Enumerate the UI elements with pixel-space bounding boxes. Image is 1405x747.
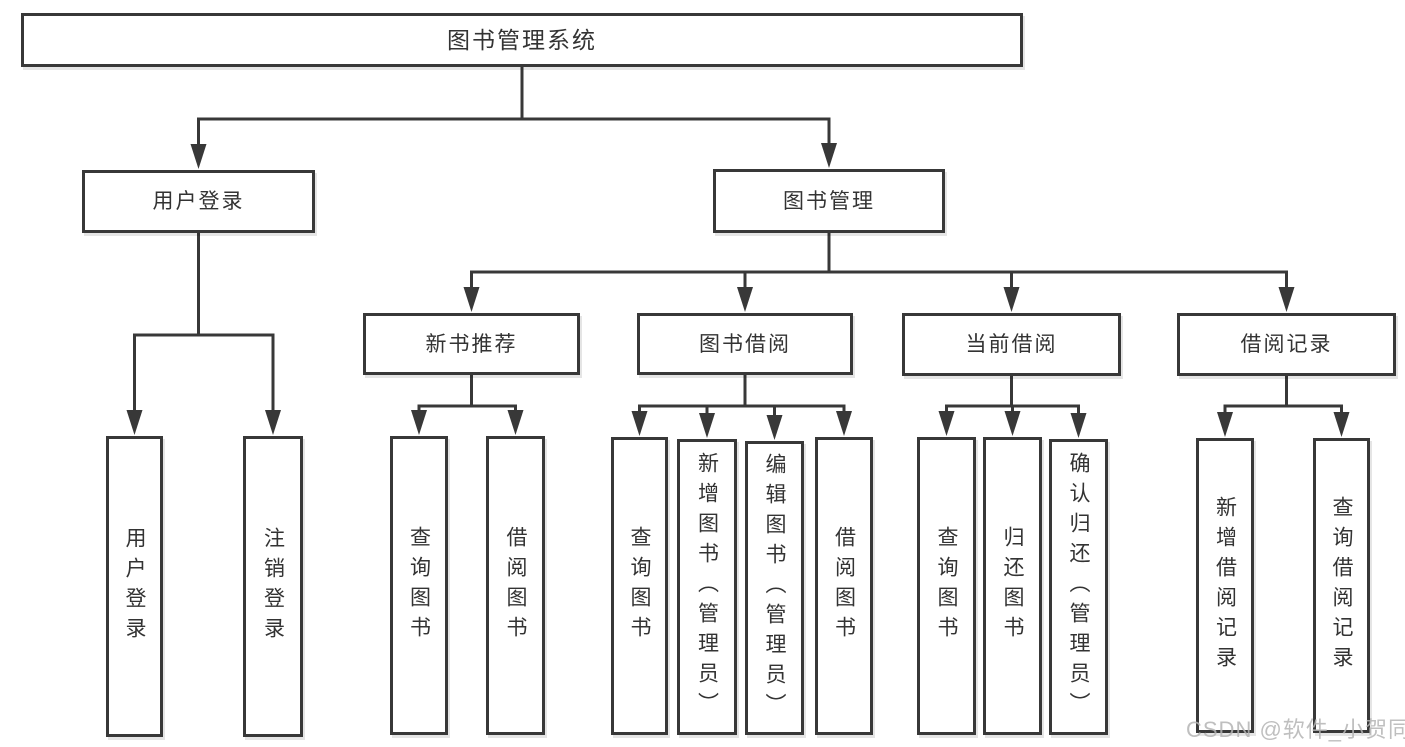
node-cur_query: 查询图书 bbox=[917, 437, 976, 735]
node-label: 新书推荐 bbox=[425, 332, 518, 356]
node-bor_edit: 编辑图书（管理员） bbox=[745, 441, 804, 735]
node-login_out: 注销登录 bbox=[243, 436, 303, 737]
node-label: 查询借阅记录 bbox=[1330, 495, 1353, 676]
arrowhead bbox=[1278, 287, 1295, 312]
node-label: 图书管理 bbox=[783, 189, 875, 213]
node-root: 图书管理系统 bbox=[21, 13, 1023, 67]
node-login: 用户登录 bbox=[82, 170, 315, 233]
arrowhead bbox=[766, 415, 783, 440]
arrowhead bbox=[463, 287, 480, 312]
node-bor_add: 新增图书（管理员） bbox=[677, 439, 737, 735]
arrowhead bbox=[1004, 411, 1021, 436]
node-label: 注销登录 bbox=[261, 526, 285, 647]
node-current: 当前借阅 bbox=[902, 313, 1121, 376]
node-cur_return: 归还图书 bbox=[983, 437, 1042, 735]
arrowhead bbox=[737, 287, 753, 312]
arrowhead bbox=[411, 410, 427, 435]
arrowhead bbox=[1333, 412, 1350, 437]
node-label: 用户登录 bbox=[152, 190, 245, 213]
node-bor_borrow: 借阅图书 bbox=[815, 437, 873, 735]
node-rec_borrow: 借阅图书 bbox=[486, 436, 545, 735]
node-bor_query: 查询图书 bbox=[611, 437, 668, 735]
arrowhead bbox=[821, 143, 837, 168]
arrowhead bbox=[1070, 413, 1087, 438]
arrowhead bbox=[938, 411, 955, 436]
node-label: 图书管理系统 bbox=[447, 26, 597, 53]
watermark: CSDN @软件_小贺同学 bbox=[1186, 717, 1405, 742]
arrowhead bbox=[1003, 287, 1020, 312]
node-label: 借阅记录 bbox=[1240, 333, 1333, 356]
arrowhead bbox=[1217, 412, 1233, 437]
node-label: 新增图书（管理员） bbox=[695, 452, 719, 722]
arrowhead bbox=[126, 410, 143, 435]
node-label: 新增借阅记录 bbox=[1213, 495, 1237, 676]
node-label: 查询图书 bbox=[407, 525, 431, 646]
node-label: 当前借阅 bbox=[965, 333, 1058, 356]
arrowhead bbox=[190, 144, 207, 169]
node-label: 借阅图书 bbox=[832, 526, 856, 646]
node-record: 借阅记录 bbox=[1177, 313, 1396, 376]
node-login_user: 用户登录 bbox=[106, 436, 163, 737]
arrowhead bbox=[631, 411, 648, 436]
node-rec2_add: 新增借阅记录 bbox=[1196, 438, 1254, 733]
node-cur_confirm: 确认归还（管理员） bbox=[1049, 439, 1108, 735]
arrowhead bbox=[836, 411, 852, 436]
arrowhead bbox=[699, 413, 715, 438]
node-label: 编辑图书（管理员） bbox=[763, 453, 786, 723]
arrowhead bbox=[265, 410, 281, 435]
node-label: 图书借阅 bbox=[699, 332, 791, 356]
node-label: 查询图书 bbox=[935, 526, 958, 646]
node-borrow: 图书借阅 bbox=[637, 313, 853, 375]
node-rec: 新书推荐 bbox=[363, 313, 580, 375]
node-mgmt: 图书管理 bbox=[713, 169, 945, 233]
node-label: 用户登录 bbox=[123, 526, 146, 647]
arrowhead bbox=[507, 410, 524, 435]
node-rec2_query: 查询借阅记录 bbox=[1313, 438, 1370, 733]
node-label: 查询图书 bbox=[628, 526, 651, 646]
node-label: 归还图书 bbox=[1001, 526, 1024, 646]
node-label: 借阅图书 bbox=[504, 525, 527, 646]
node-label: 确认归还（管理员） bbox=[1067, 452, 1090, 722]
node-rec_query: 查询图书 bbox=[390, 436, 448, 735]
